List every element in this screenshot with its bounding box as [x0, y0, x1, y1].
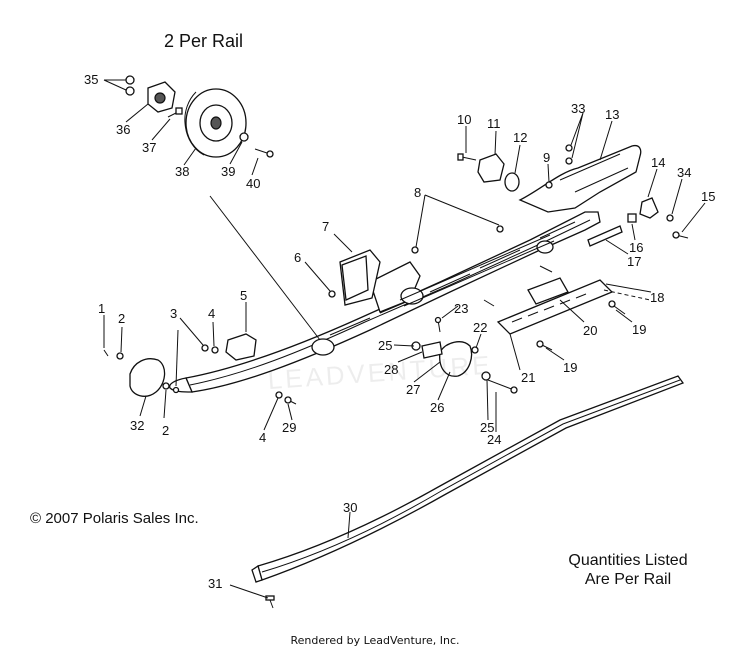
callout-7: 7: [322, 219, 329, 234]
callout-4: 4: [208, 306, 215, 321]
callout-labels: 1 2 2 3 4 4 5 6 7 8 9 10 11 12 13 14 15 …: [84, 72, 715, 591]
callout-36: 36: [116, 122, 130, 137]
small-parts: [103, 75, 689, 609]
callout-1: 1: [98, 301, 105, 316]
callout-23: 23: [454, 301, 468, 316]
callout-27: 27: [406, 382, 420, 397]
callout-39: 39: [221, 164, 235, 179]
callout-11: 11: [487, 116, 501, 131]
quantities-line-1: Quantities Listed: [568, 552, 688, 569]
callout-9: 9: [543, 150, 550, 165]
callout-5: 5: [240, 288, 247, 303]
callout-32: 32: [130, 418, 144, 433]
callout-31: 31: [208, 576, 222, 591]
callout-26: 26: [430, 400, 444, 415]
callout-34: 34: [677, 165, 691, 180]
callout-40: 40: [246, 176, 260, 191]
render-credit: Rendered by LeadVenture, Inc.: [290, 634, 460, 647]
idler-wheel: [184, 88, 247, 158]
callout-17: 17: [627, 254, 641, 269]
callout-20: 20: [583, 323, 597, 338]
callout-12: 12: [513, 130, 527, 145]
callout-8: 8: [414, 185, 421, 200]
per-rail-note: 2 Per Rail: [164, 31, 244, 51]
callout-29: 29: [282, 420, 296, 435]
callout-24: 24: [487, 432, 501, 447]
leader-lines: [103, 79, 706, 599]
callout-33: 33: [571, 101, 585, 116]
copyright-notice: © 2007 Polaris Sales Inc.: [30, 510, 199, 527]
callout-35: 35: [84, 72, 98, 87]
callout-19: 19: [632, 322, 646, 337]
callout-6: 6: [294, 250, 301, 265]
callout-10: 10: [457, 112, 471, 127]
callout-38: 38: [175, 164, 189, 179]
slider-wear-strip: [251, 375, 685, 583]
callout-3: 3: [170, 306, 177, 321]
callout-28: 28: [384, 362, 398, 377]
quantities-line-2: Are Per Rail: [584, 571, 672, 588]
callout-25: 25: [378, 338, 392, 353]
callout-13: 13: [605, 107, 619, 122]
callout-2: 2: [118, 311, 125, 326]
callout-15: 15: [701, 189, 715, 204]
callout-18: 18: [650, 290, 664, 305]
callout-4: 4: [259, 430, 266, 445]
callout-19: 19: [563, 360, 577, 375]
callout-37: 37: [142, 140, 156, 155]
callout-22: 22: [473, 320, 487, 335]
callout-16: 16: [629, 240, 643, 255]
quantities-note: Quantities Listed Are Per Rail: [528, 551, 728, 589]
callout-25: 25: [480, 420, 494, 435]
callout-21: 21: [521, 370, 535, 385]
callout-14: 14: [651, 155, 665, 170]
callout-2: 2: [162, 423, 169, 438]
callout-30: 30: [343, 500, 357, 515]
